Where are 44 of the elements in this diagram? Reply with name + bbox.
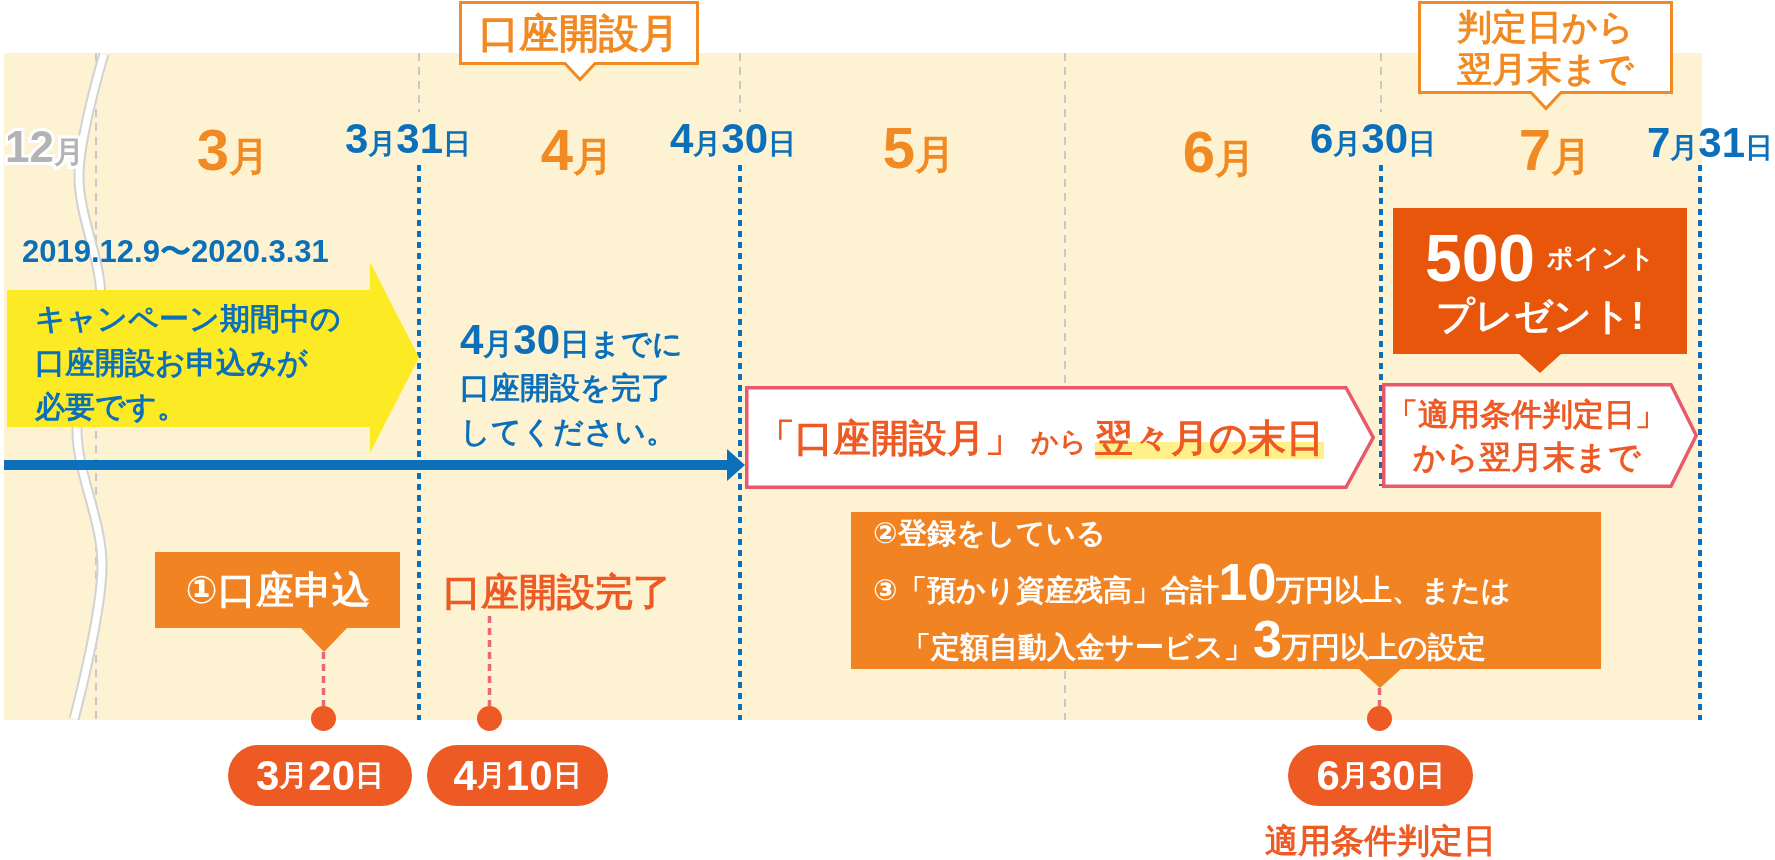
callout-bubble	[1418, 1, 1673, 110]
dot-icon	[477, 706, 502, 731]
promo-text: プレゼント!	[1435, 294, 1645, 339]
banner-text: から翌月末まで	[1412, 437, 1641, 477]
date-label: 3月31日	[345, 114, 472, 164]
block-arrow	[7, 262, 419, 453]
date-badge: 3月20日	[228, 745, 412, 806]
status-text: 口座開設完了	[432, 568, 682, 616]
callout-text: 判定日から翌月末まで	[1456, 5, 1635, 90]
dot-icon	[311, 706, 336, 731]
date-label: 6月30日	[1310, 114, 1437, 164]
dot-icon	[1367, 706, 1392, 731]
month-label: 4月	[540, 116, 614, 184]
leader-line	[487, 616, 492, 706]
arrow-text: キャンペーン期間中の口座開設お申込みが必要です。	[35, 301, 341, 425]
callout-text: 口座開設月	[479, 10, 679, 57]
callout-bubble	[459, 1, 699, 81]
date-badge: 6月30日	[1288, 745, 1473, 806]
points-number: 500	[1424, 223, 1536, 293]
points-unit-text: ポイント	[1547, 243, 1656, 273]
condition-text: ②登録をしている	[873, 516, 1106, 551]
chevron-banner	[1382, 383, 1698, 488]
month-label: 3月	[196, 116, 270, 184]
date-label: 7月31日	[1646, 118, 1773, 168]
caption-text: 適用条件判定日	[1263, 823, 1497, 859]
month-label: 5月	[882, 114, 956, 182]
banner-text: 「適用条件判定日」	[1387, 395, 1666, 434]
tag-text: ①口座申込	[185, 568, 370, 613]
chevron-banner	[745, 386, 1375, 489]
date-label: 4月30日	[670, 114, 797, 164]
banner-text: 「口座開設月」	[757, 415, 1023, 461]
condition-text: ③「預かり資産残高」合計10万円以上、または「定額自動入金サービス」3万円以上の設定	[873, 558, 1513, 670]
month-label: 12月	[5, 121, 84, 173]
condition-bubble	[851, 512, 1601, 688]
arrow	[4, 449, 745, 481]
note-text: 4月30日までに口座開設を完了してください。	[460, 318, 685, 450]
leader-line	[1377, 688, 1382, 706]
month-label: 7月	[1518, 116, 1592, 184]
tag-bubble	[155, 552, 400, 652]
promo-bubble	[1393, 208, 1687, 373]
month-label: 6月	[1182, 118, 1256, 186]
leader-line	[321, 652, 326, 706]
date-range-text: 2019.12.9〜2020.3.31	[22, 234, 330, 270]
banner-text: から	[1031, 425, 1087, 459]
